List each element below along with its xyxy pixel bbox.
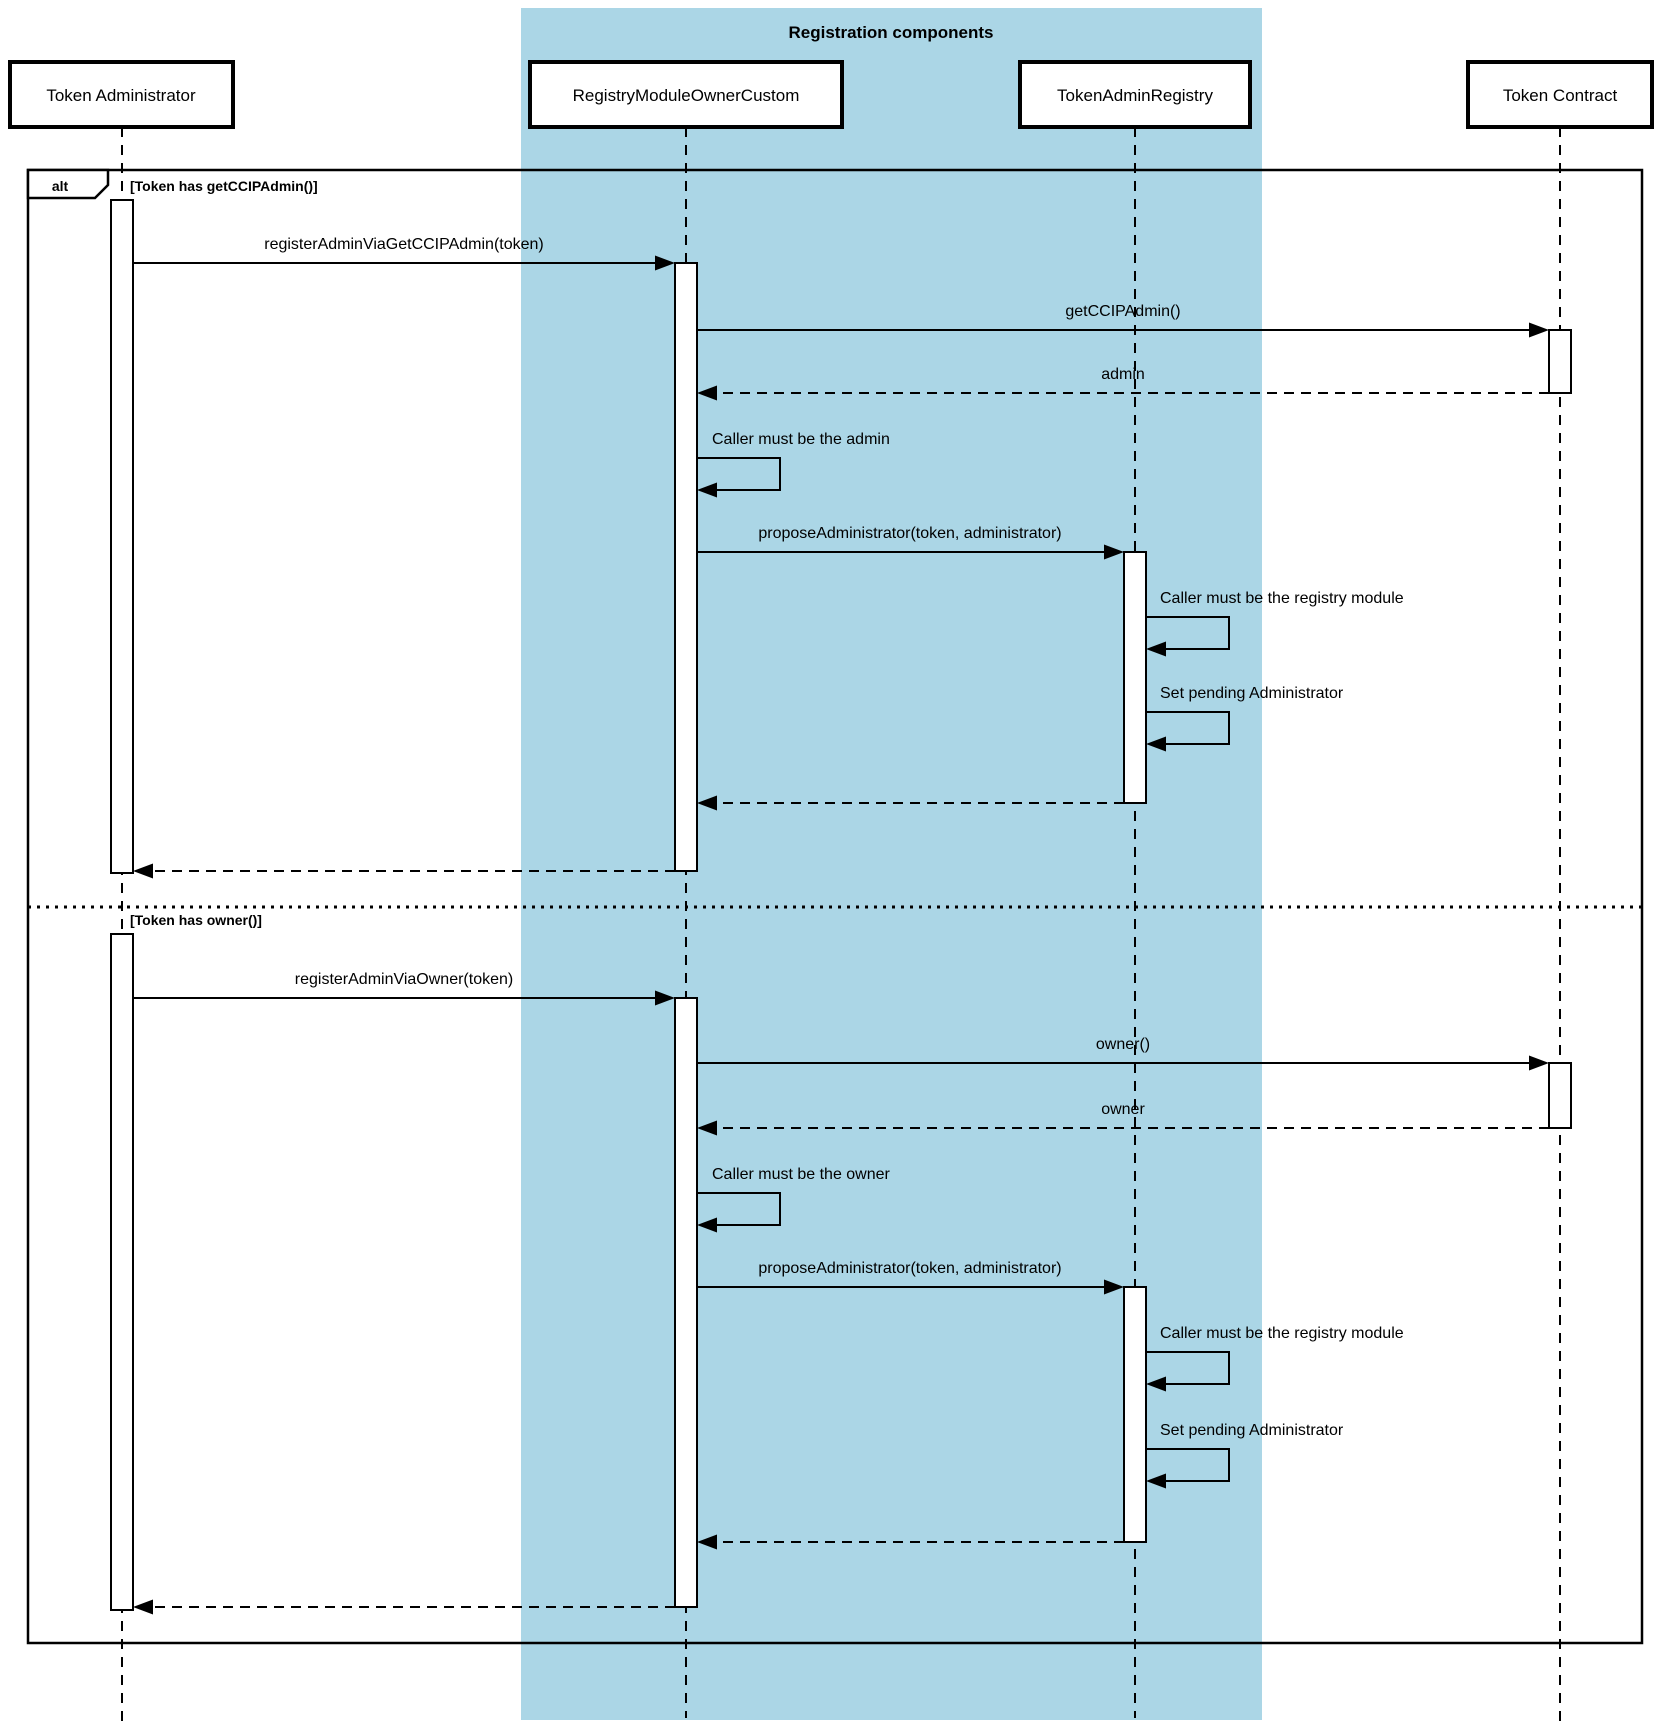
self-message-caller-must-be-registry-module-2: Caller must be the registry module: [1146, 1325, 1404, 1392]
arrowhead: [697, 1217, 717, 1233]
activation-registry-module-1: [674, 262, 698, 872]
self-message-set-pending-administrator-1: Set pending Administrator: [1146, 685, 1344, 752]
participant-label: Token Contract: [1503, 86, 1618, 105]
arrowhead: [697, 385, 717, 401]
message-register-admin-via-owner: registerAdminViaOwner(token): [133, 971, 675, 1006]
activation-token-contract-1: [1548, 329, 1572, 394]
arrowhead: [697, 482, 717, 498]
participant-box: [1466, 60, 1654, 129]
alt-operator-pentagon: [26, 168, 110, 200]
participant-token-admin-registry: TokenAdminRegistry: [1018, 60, 1252, 129]
self-message-line: [1146, 1351, 1230, 1385]
arrowhead: [1529, 1055, 1549, 1071]
message-getccipadmin: getCCIPAdmin(): [697, 303, 1549, 338]
activation-token-contract-2: [1548, 1062, 1572, 1129]
participant-label: RegistryModuleOwnerCustom: [573, 86, 800, 105]
message-label: registerAdminViaOwner(token): [295, 971, 513, 988]
arrowhead: [1146, 1376, 1166, 1392]
message-label: Caller must be the owner: [712, 1166, 891, 1183]
participant-box: [528, 60, 844, 129]
message-return-owner: owner: [697, 1101, 1549, 1136]
arrowhead: [1104, 1279, 1124, 1295]
arrowhead: [1529, 322, 1549, 338]
self-message-line: [697, 457, 781, 491]
highlight-title: Registration components: [789, 23, 994, 42]
message-propose-administrator-2: proposeAdministrator(token, administrato…: [697, 1260, 1124, 1295]
message-owner-call: owner(): [697, 1036, 1549, 1071]
message-return-to-token-administrator-1: [133, 863, 675, 879]
self-message-caller-must-be-admin: Caller must be the admin: [697, 431, 890, 498]
message-label: Caller must be the registry module: [1160, 590, 1404, 607]
activation-token-admin-registry-2: [1123, 1286, 1147, 1543]
message-label: owner(): [1096, 1036, 1150, 1053]
message-return-to-registry-module-1: [697, 795, 1124, 811]
arrowhead: [697, 795, 717, 811]
message-return-to-token-administrator-2: [133, 1599, 675, 1615]
self-message-set-pending-administrator-2: Set pending Administrator: [1146, 1422, 1344, 1489]
participant-registry-module-owner-custom: RegistryModuleOwnerCustom: [528, 60, 844, 129]
arrowhead: [655, 255, 675, 271]
arrowhead: [1146, 736, 1166, 752]
arrowhead: [133, 863, 153, 879]
participant-box: [8, 60, 235, 129]
arrowhead: [697, 1120, 717, 1136]
message-register-admin-via-getccipadmin: registerAdminViaGetCCIPAdmin(token): [133, 236, 675, 271]
participant-box: [1018, 60, 1252, 129]
message-label: Caller must be the admin: [712, 431, 890, 448]
participant-token-administrator: Token Administrator: [8, 60, 235, 129]
message-return-to-registry-module-2: [697, 1534, 1124, 1550]
self-message-caller-must-be-owner: Caller must be the owner: [697, 1166, 891, 1233]
message-label: Set pending Administrator: [1160, 1422, 1344, 1439]
arrowhead: [1104, 544, 1124, 560]
self-message-line: [1146, 711, 1230, 745]
participant-label: Token Administrator: [46, 86, 196, 105]
message-return-admin: admin: [697, 366, 1549, 401]
self-message-line: [1146, 1448, 1230, 1482]
registration-components-highlight: [521, 8, 1262, 1720]
activation-registry-module-2: [674, 997, 698, 1608]
message-label: owner: [1101, 1101, 1145, 1118]
alt-guard-owner: [Token has owner()]: [130, 912, 262, 928]
arrowhead: [1146, 1473, 1166, 1489]
message-label: proposeAdministrator(token, administrato…: [758, 1260, 1061, 1277]
message-label: registerAdminViaGetCCIPAdmin(token): [264, 236, 544, 253]
activation-token-administrator-1: [110, 199, 134, 874]
activation-token-administrator-2: [110, 933, 134, 1611]
arrowhead: [697, 1534, 717, 1550]
alt-operator-label: alt: [52, 178, 69, 194]
participant-token-contract: Token Contract: [1466, 60, 1654, 129]
arrowhead: [133, 1599, 153, 1615]
alt-guard-getccipadmin: [Token has getCCIPAdmin()]: [130, 178, 318, 194]
participant-label: TokenAdminRegistry: [1057, 86, 1213, 105]
message-propose-administrator-1: proposeAdministrator(token, administrato…: [697, 525, 1124, 560]
arrowhead: [655, 990, 675, 1006]
message-label: proposeAdministrator(token, administrato…: [758, 525, 1061, 542]
message-label: Set pending Administrator: [1160, 685, 1344, 702]
activation-token-admin-registry-1: [1123, 551, 1147, 804]
self-message-caller-must-be-registry-module-1: Caller must be the registry module: [1146, 590, 1404, 657]
arrowhead: [1146, 641, 1166, 657]
self-message-line: [697, 1192, 781, 1226]
message-label: admin: [1101, 366, 1145, 383]
message-label: getCCIPAdmin(): [1065, 303, 1180, 320]
message-label: Caller must be the registry module: [1160, 1325, 1404, 1342]
self-message-line: [1146, 616, 1230, 650]
